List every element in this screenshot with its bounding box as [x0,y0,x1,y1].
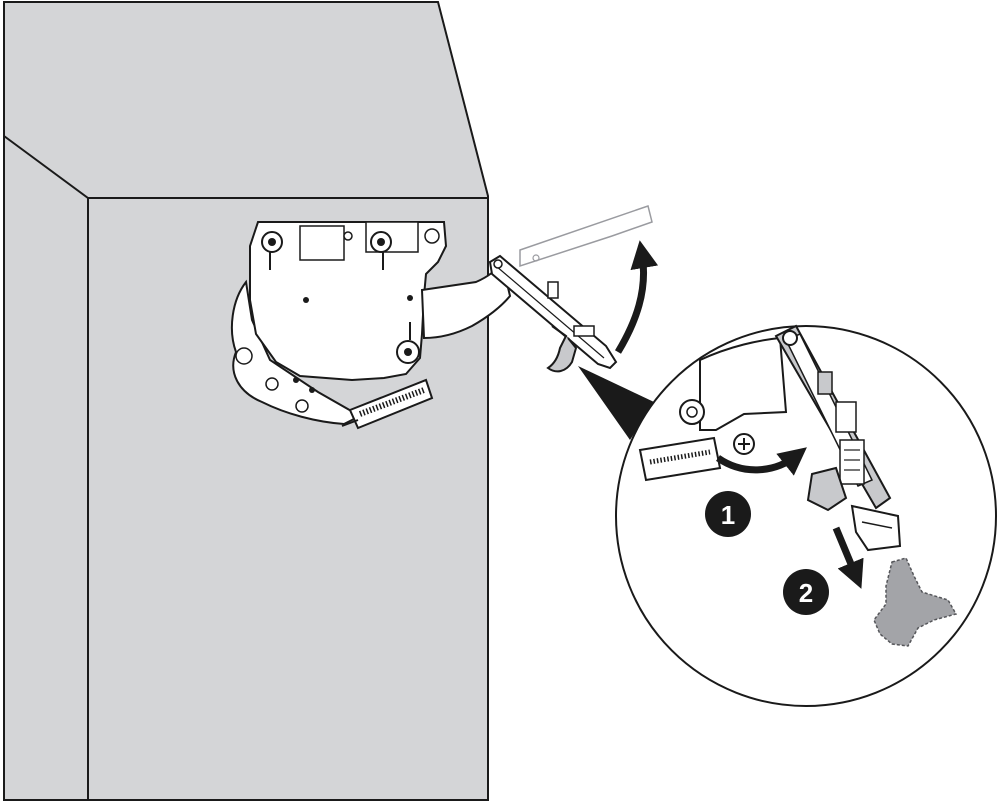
linkage-pivot [295,399,309,413]
curved-arrow-right-icon [716,447,807,476]
housing-top-slot-left [299,225,345,261]
mechanism-housing [249,221,448,382]
detail-housing [699,336,788,431]
step-number-2: 2 [799,578,813,608]
arm-previous-position-hole [532,254,540,262]
cabinet-side-panel [3,1,489,801]
step-number-1: 1 [721,500,735,530]
linkage-pivot [265,377,279,391]
arrow-down-icon [832,526,864,589]
housing-rivet [424,228,440,244]
lift-arm [488,254,618,373]
housing-rivet [303,297,309,303]
mechanism-linkage [230,279,363,426]
housing-rivet [407,295,413,301]
adjustment-scale [341,378,434,430]
step-badge-1: 1 [705,491,751,537]
lift-mechanism [230,221,512,430]
mounting-screw-icon [396,322,420,364]
callout-pointer [578,366,654,440]
mounting-screw-icon [261,231,283,270]
removed-part [873,557,958,647]
linkage-pivot [293,377,299,383]
curved-arrow-up-icon [614,240,659,354]
mounting-screw-icon [370,231,392,270]
detail-arm [774,324,902,552]
housing-rivet [343,231,353,241]
step-badge-2: 2 [783,569,829,615]
detail-view: 1 2 [615,324,997,707]
arm-previous-position [519,205,653,268]
cabinet [3,1,489,801]
linkage-pivot [235,347,253,365]
detail-scale [638,436,722,482]
linkage-pivot [309,387,315,393]
detail-screw [679,399,705,425]
